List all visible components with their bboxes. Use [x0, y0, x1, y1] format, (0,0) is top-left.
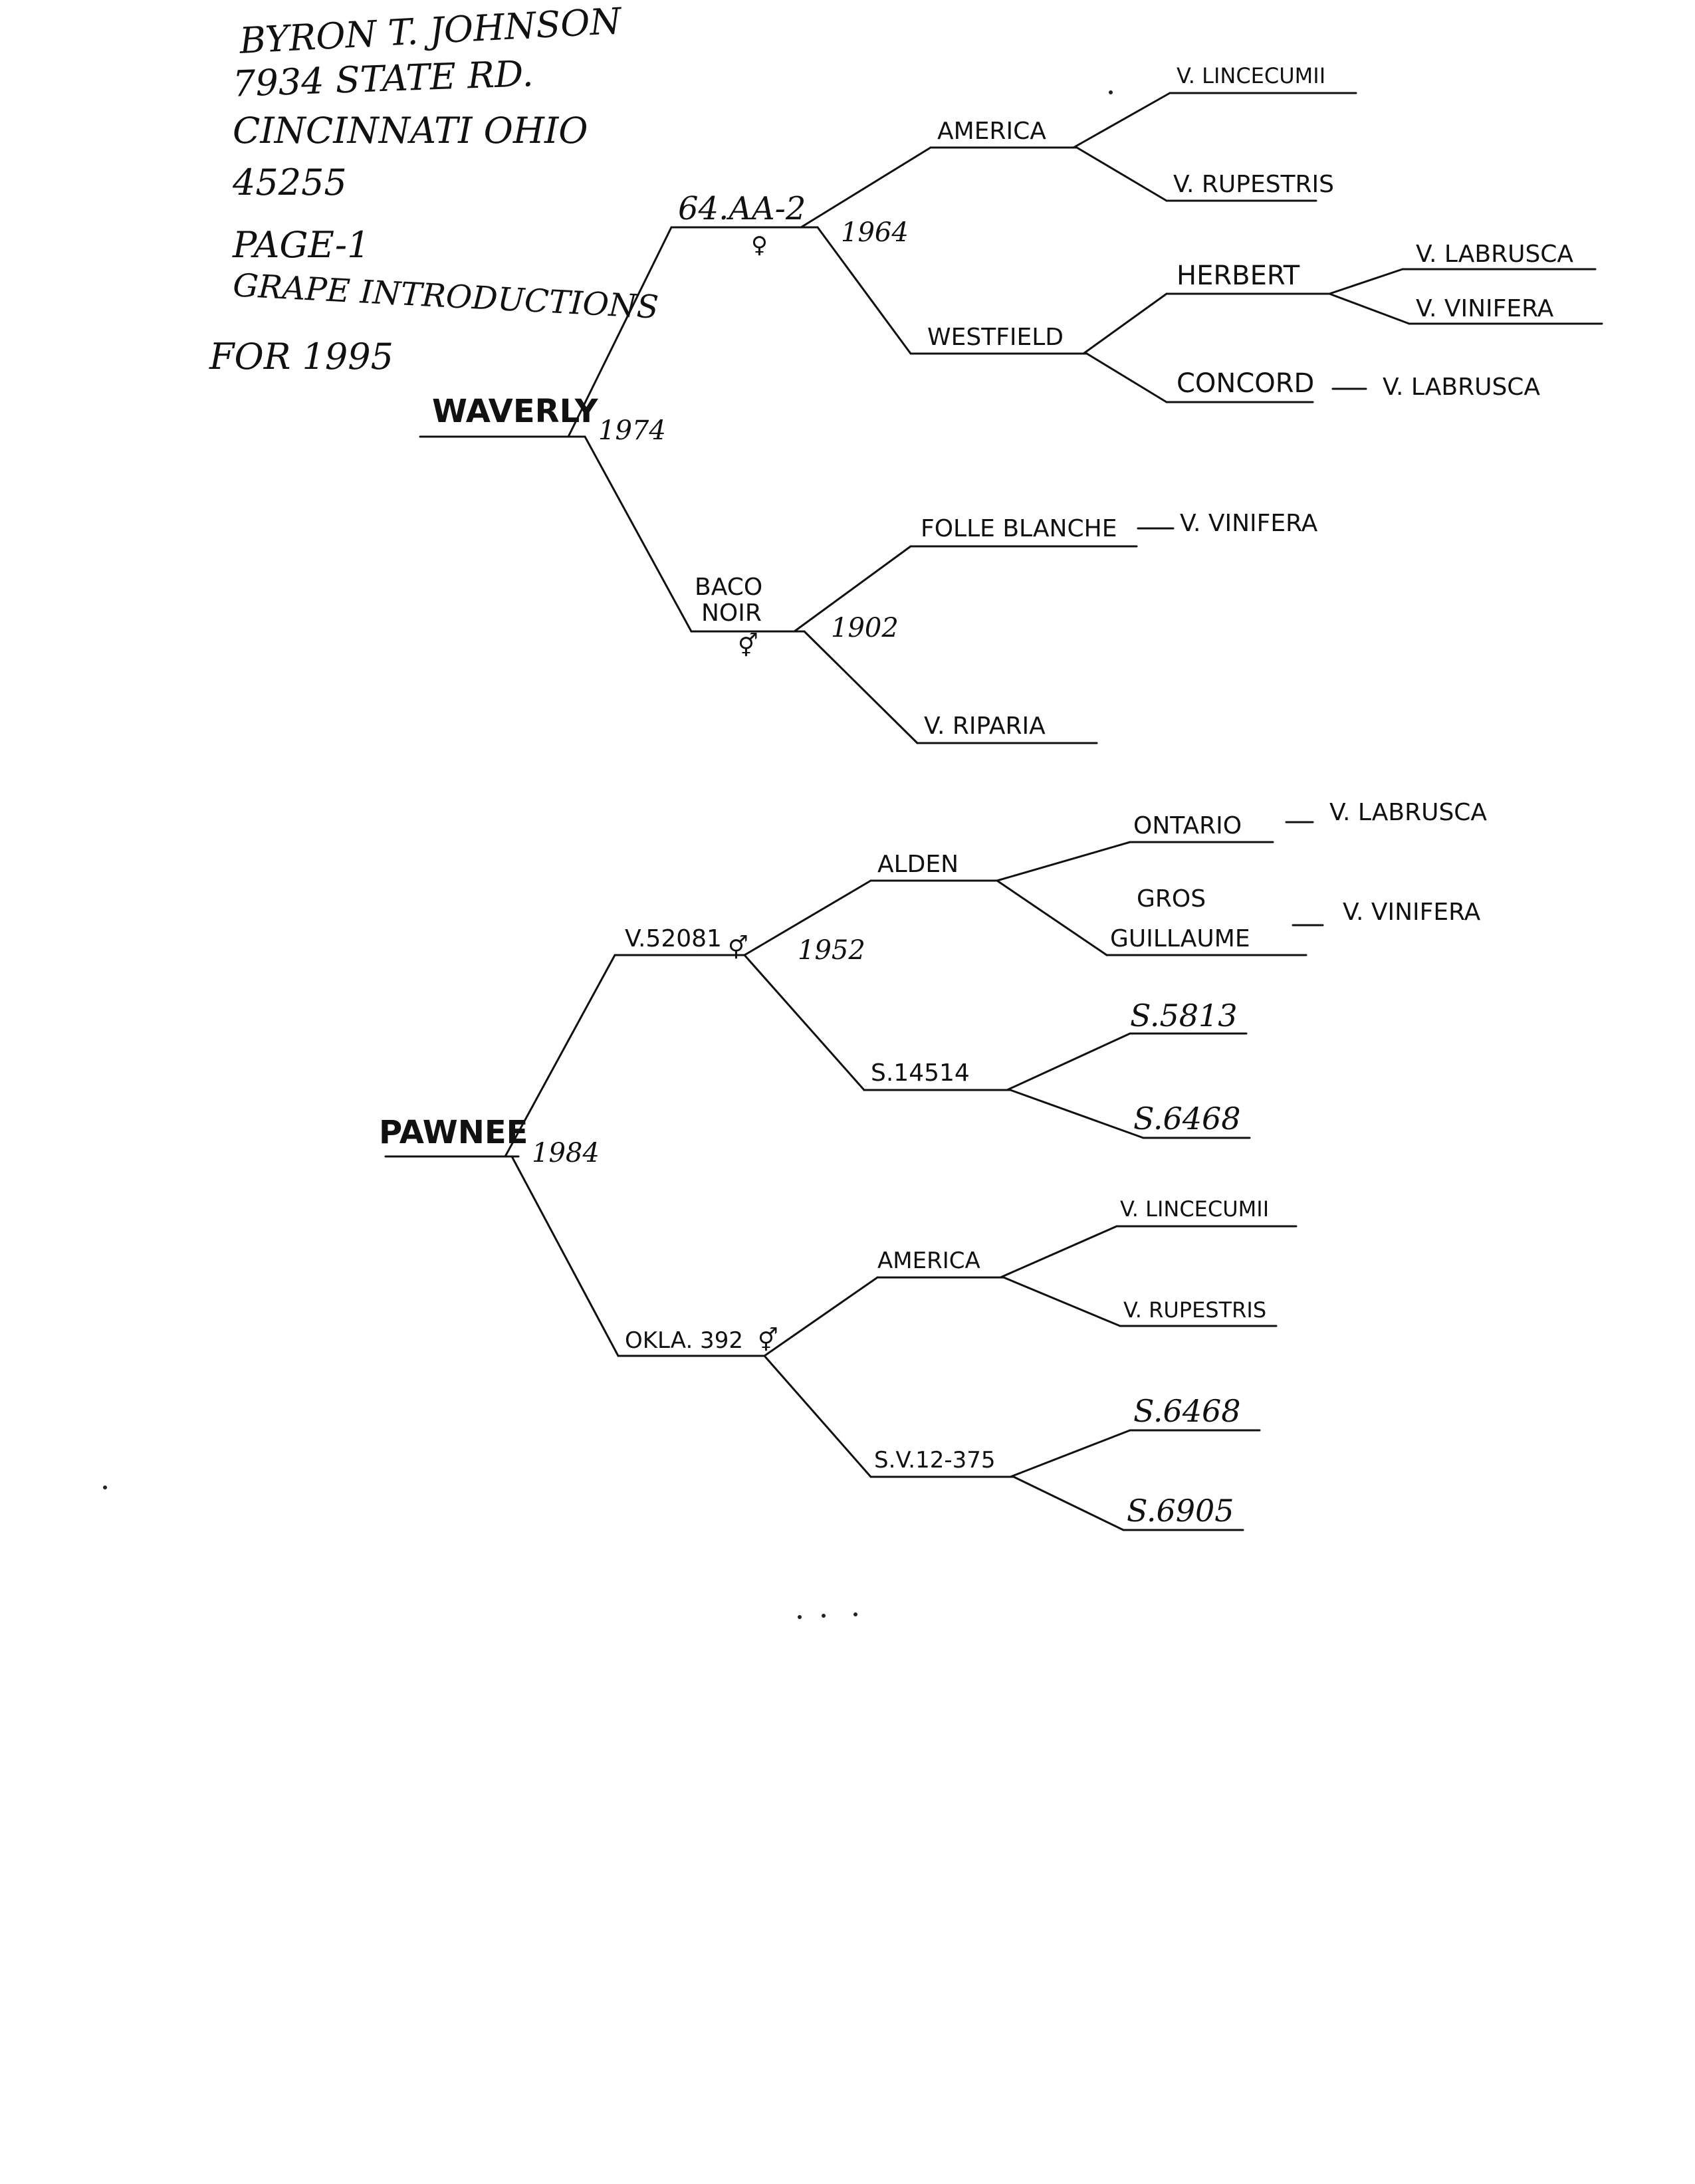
year-waverly: 1974 — [598, 415, 666, 446]
branch-v52081-alden — [743, 879, 872, 956]
branch-alden-gros — [996, 879, 1108, 956]
node-america-bottom: AMERICA — [877, 1248, 980, 1274]
node-lincecumii-top: V. LINCECUMII — [1177, 63, 1326, 88]
branch-v52081-s14514 — [743, 954, 865, 1091]
node-folle-blanche: FOLLE BLANCHE — [921, 515, 1117, 542]
branch-s14514-s6468 — [1009, 1089, 1145, 1139]
hermaphrodite-symbol-v52081: ⚥ — [728, 935, 748, 962]
node-westfield: WESTFIELD — [927, 324, 1064, 351]
scan-speck — [798, 1615, 802, 1619]
node-gros-vinifera: V. VINIFERA — [1343, 899, 1481, 926]
node-ontario: ONTARIO — [1133, 812, 1242, 839]
scan-speck — [822, 1614, 826, 1618]
branch-america2-rup — [1002, 1276, 1121, 1327]
branch-america-rup — [1075, 146, 1168, 202]
year-v52081: 1952 — [798, 935, 865, 966]
zip-code: 45255 — [233, 162, 347, 203]
branch-herbert-labrusca — [1328, 268, 1404, 295]
branch-okla-america — [763, 1276, 879, 1357]
branch-pawnee-okla — [510, 1155, 620, 1357]
branch-america2-linc — [999, 1225, 1118, 1279]
node-herbert: HERBERT — [1177, 261, 1300, 291]
node-herbert-vinifera: V. VINIFERA — [1416, 295, 1554, 322]
node-s6468-b: S.6468 — [1133, 1393, 1241, 1429]
branch-herbert-vinifera — [1328, 292, 1411, 325]
node-s14514: S.14514 — [871, 1059, 970, 1087]
node-baco-line1: BACO — [695, 574, 763, 601]
node-waverly: WAVERLY — [432, 393, 598, 430]
branch-pawnee-v52081 — [504, 954, 616, 1158]
page-number: PAGE-1 — [233, 224, 370, 266]
scan-speck — [103, 1485, 107, 1489]
scan-speck — [1109, 90, 1113, 94]
node-okla392: OKLA. 392 — [625, 1327, 743, 1354]
branch-alden-ontario — [996, 841, 1131, 882]
branch-bacon-riparia — [803, 630, 919, 744]
branch-waverly-64aa2 — [567, 226, 673, 438]
hermaphrodite-symbol-okla: ⚥ — [758, 1327, 778, 1354]
female-symbol: ♀ — [751, 232, 768, 259]
node-concord-labrusca: V. LABRUSCA — [1383, 374, 1541, 401]
year-baconoir: 1902 — [831, 613, 899, 643]
branch-waverly-baconoir — [584, 435, 693, 633]
branch-sv-s6468 — [1009, 1429, 1131, 1478]
node-ontario-labrusca: V. LABRUSCA — [1329, 799, 1488, 826]
branch-okla-sv12375 — [763, 1355, 872, 1478]
node-rupestris-bottom: V. RUPESTRIS — [1123, 1297, 1267, 1323]
branch-s14514-s5813 — [1006, 1032, 1131, 1091]
node-s6905: S.6905 — [1127, 1493, 1234, 1529]
branch-64aa2-westfield — [816, 226, 912, 355]
node-riparia: V. RIPARIA — [924, 712, 1046, 740]
node-gros-line1: GROS — [1137, 885, 1206, 913]
node-sv12375: S.V.12-375 — [874, 1447, 996, 1474]
node-concord: CONCORD — [1177, 368, 1315, 399]
branch-sv-s6905 — [1012, 1475, 1125, 1531]
scan-speck — [853, 1612, 857, 1616]
hermaphrodite-symbol-baco: ⚥ — [738, 633, 758, 659]
node-baco-line2: NOIR — [701, 600, 762, 627]
node-folle-vinifera: V. VINIFERA — [1180, 510, 1318, 537]
node-pawnee: PAWNEE — [379, 1114, 528, 1151]
node-america-top: AMERICA — [937, 118, 1046, 145]
branch-64aa2-america — [800, 146, 932, 229]
node-64aa2: 64.AA-2 — [678, 190, 806, 227]
year-64aa2: 1964 — [841, 217, 909, 248]
node-s6468-a: S.6468 — [1133, 1101, 1241, 1137]
city-state: CINCINNATI OHIO — [233, 110, 588, 152]
branch-america-linc — [1072, 92, 1171, 149]
node-alden: ALDEN — [877, 851, 959, 878]
node-v52081: V.52081 — [625, 925, 722, 952]
node-s5813: S.5813 — [1130, 998, 1238, 1034]
branch-westfield-herbert — [1082, 292, 1168, 355]
branch-westfield-concord — [1085, 352, 1168, 403]
node-herbert-labrusca: V. LABRUSCA — [1416, 241, 1574, 268]
node-gros-line2: GUILLAUME — [1110, 925, 1250, 952]
node-rupestris-top: V. RUPESTRIS — [1173, 171, 1335, 198]
node-lincecumii-bottom: V. LINCECUMII — [1120, 1196, 1270, 1222]
doc-title-line2: FOR 1995 — [209, 336, 394, 378]
branch-bacon-folle — [793, 545, 912, 633]
year-pawnee: 1984 — [532, 1138, 600, 1168]
